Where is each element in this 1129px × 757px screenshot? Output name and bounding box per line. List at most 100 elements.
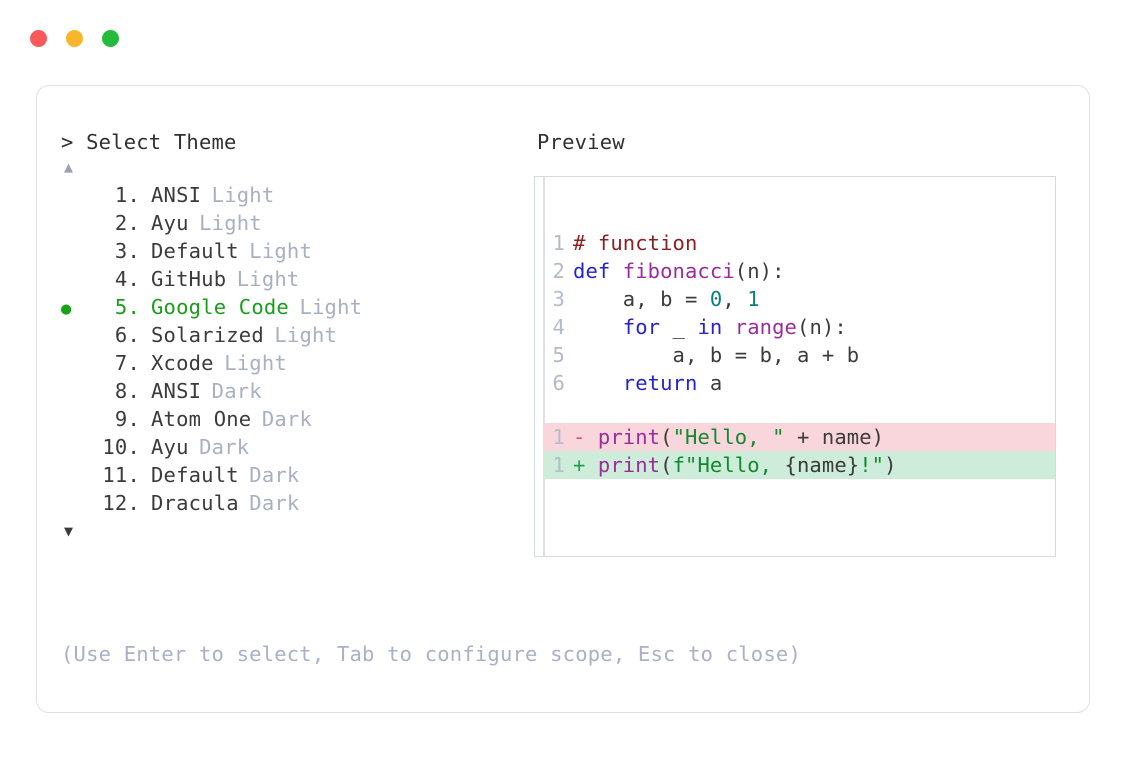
line-number: 3 (552, 287, 565, 311)
gutter-rule (543, 177, 545, 556)
theme-item-number: 11. (102, 463, 140, 487)
bullet-placeholder (61, 239, 90, 267)
theme-item-name: Default (151, 239, 239, 263)
window-minimize-button[interactable] (66, 30, 83, 47)
code-token: print (597, 453, 661, 477)
theme-item-variant: Light (274, 323, 338, 347)
code-token: a, b = b, a + b (573, 343, 860, 367)
theme-item-variant: Dark (249, 463, 300, 487)
bullet-placeholder (61, 379, 90, 407)
diff-added-line: 1+ print(f"Hello, {name}!") (543, 451, 1055, 479)
line-number: 4 (552, 315, 565, 339)
theme-item-variant: Dark (261, 407, 313, 431)
theme-item-name: Ayu (151, 435, 189, 459)
code-token: fibonacci (622, 259, 735, 283)
code-line: 3 a, b = 0, 1 (543, 285, 1055, 313)
code-token: {name} (784, 453, 860, 477)
code-line: 2 def fibonacci(n): (543, 257, 1055, 285)
bullet-placeholder (61, 323, 90, 351)
theme-item-variant: Light (299, 295, 363, 319)
selected-bullet-icon: ● (61, 299, 72, 319)
line-number: 1 (552, 425, 565, 449)
theme-item-name: ANSI (151, 379, 202, 403)
code-token (573, 315, 623, 339)
scroll-down-icon[interactable]: ▼ (64, 522, 74, 540)
code-token: return (622, 371, 698, 395)
theme-item-name: Atom One (151, 407, 252, 431)
code-token: "Hello, " (672, 425, 785, 449)
scroll-up-icon[interactable]: ▲ (64, 158, 74, 176)
theme-item-number: 12. (102, 491, 140, 515)
code-line-text: return a (573, 369, 722, 397)
theme-list-item[interactable]: 11. Default Dark (61, 463, 531, 491)
theme-item-variant: Light (224, 351, 287, 375)
code-token: 0 (709, 287, 723, 311)
code-spacer (543, 397, 1055, 423)
theme-item-name: Xcode (151, 351, 214, 375)
bullet-placeholder (61, 351, 90, 379)
diff-plus-sign: + (573, 453, 598, 477)
window-maximize-button[interactable] (102, 30, 119, 47)
select-theme-prompt: > Select Theme (61, 130, 237, 154)
code-token: + name) (784, 425, 885, 449)
theme-list-item[interactable]: 4. GitHub Light (61, 267, 531, 295)
line-number: 2 (552, 259, 565, 283)
theme-item-name: GitHub (151, 267, 227, 291)
theme-item-variant: Light (236, 267, 300, 291)
code-line-text: print("Hello, " + name) (598, 423, 884, 451)
code-token (722, 315, 734, 339)
theme-item-name: Dracula (151, 491, 239, 515)
code-token: (n): (797, 315, 847, 339)
code-token: range (734, 315, 797, 339)
theme-item-variant: Light (249, 239, 313, 263)
code-token: for (622, 315, 661, 339)
theme-item-name: Default (151, 463, 239, 487)
code-line: 1# function (543, 229, 1055, 257)
code-line: 4 for _ in range(n): (543, 313, 1055, 341)
code-token: _ (660, 315, 698, 339)
theme-item-number: 4. (114, 267, 140, 291)
bullet-placeholder (61, 183, 90, 211)
preview-label: Preview (537, 130, 625, 154)
code-token: a, b = (573, 287, 710, 311)
bullet-placeholder (61, 211, 90, 239)
bullet-placeholder (61, 491, 90, 519)
code-token: print (597, 425, 661, 449)
theme-item-name: Ayu (151, 211, 189, 235)
theme-item-number: 2. (114, 211, 140, 235)
code-token: , (722, 287, 748, 311)
diff-minus-sign: - (573, 425, 598, 449)
bullet-placeholder (61, 267, 90, 295)
code-token: !" (859, 453, 885, 477)
theme-item-variant: Light (211, 183, 275, 207)
code-token (573, 371, 623, 395)
theme-item-number: 8. (114, 379, 140, 403)
line-number: 6 (552, 371, 565, 395)
bullet-placeholder (61, 435, 90, 463)
window-titlebar (30, 30, 119, 47)
theme-item-name: Solarized (151, 323, 264, 347)
theme-item-number: 1. (114, 183, 140, 207)
window-close-button[interactable] (30, 30, 47, 47)
code-token: f"Hello, (672, 453, 785, 477)
code-token: (n): (734, 259, 785, 283)
code-line-text: print(f"Hello, {name}!") (598, 451, 897, 479)
code-token: in (697, 315, 723, 339)
code-token: def (573, 259, 623, 283)
